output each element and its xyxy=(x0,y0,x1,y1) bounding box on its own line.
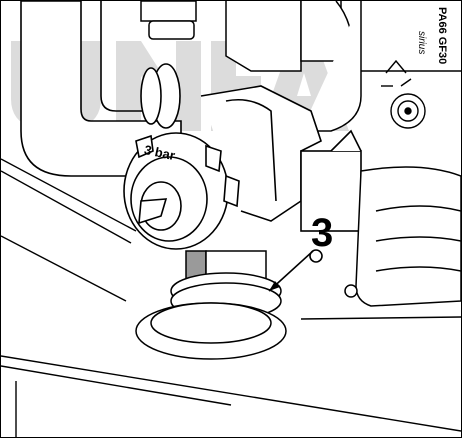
chassis-lines xyxy=(1,70,461,437)
recycle-icon xyxy=(381,59,412,87)
callout-number: 3 xyxy=(311,211,334,255)
valve-body xyxy=(200,85,362,263)
drain-nut xyxy=(135,272,287,360)
pipe-bend xyxy=(20,1,182,177)
date-wheel-icon xyxy=(390,93,426,129)
part-code-label: PA66 GF30 xyxy=(436,7,448,65)
adjustment-knob xyxy=(123,132,240,250)
callout-arrowhead xyxy=(269,281,280,291)
right-assembly xyxy=(344,166,461,307)
top-fittings xyxy=(140,1,362,132)
brand-mark: sirius xyxy=(416,31,427,55)
